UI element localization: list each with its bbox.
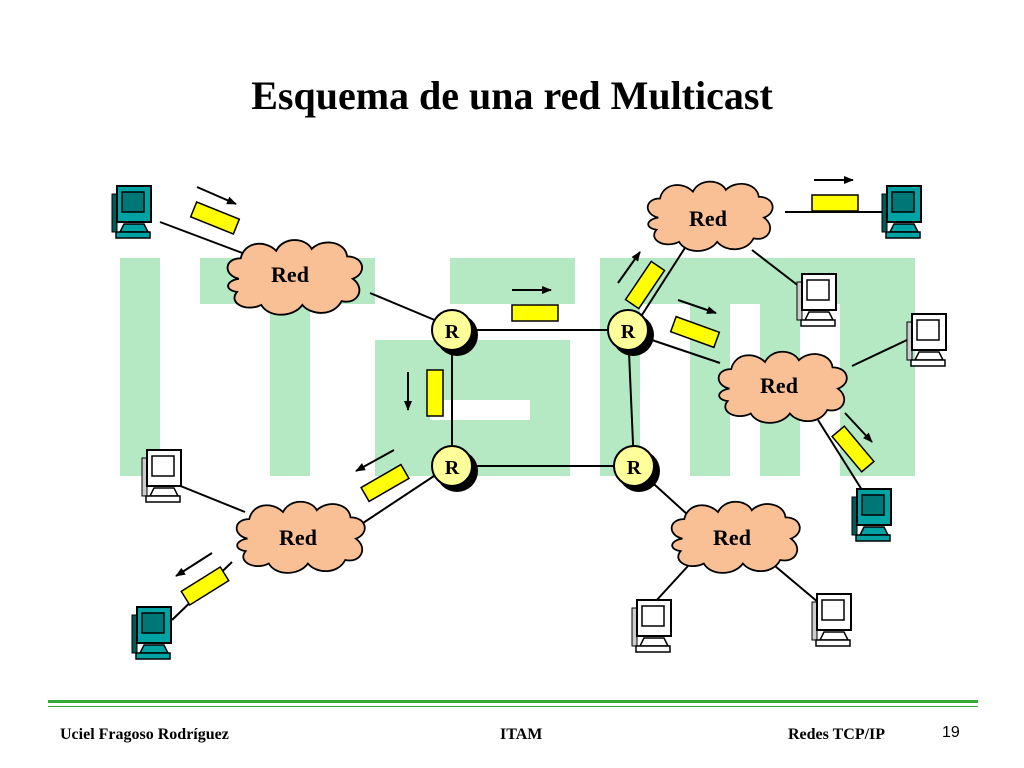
router-label: R bbox=[621, 321, 636, 343]
router-icon: R bbox=[431, 309, 478, 356]
router-label: R bbox=[627, 457, 642, 479]
computer-icon bbox=[631, 599, 672, 653]
computer-icon bbox=[796, 273, 837, 327]
slide-title: Esquema de una red Multicast bbox=[251, 73, 773, 118]
network-cloud: Red bbox=[717, 350, 848, 424]
router-label: R bbox=[445, 321, 460, 343]
computer-icon bbox=[881, 185, 922, 239]
computer-icon bbox=[131, 606, 172, 660]
router-icon: R bbox=[613, 445, 660, 492]
network-label: Red bbox=[689, 206, 727, 231]
footer-institution: ITAM bbox=[500, 726, 543, 743]
network-cloud: Red bbox=[226, 239, 364, 316]
computer-icon bbox=[141, 449, 182, 503]
computer-icon bbox=[111, 185, 152, 239]
router-icon: R bbox=[431, 445, 478, 492]
footer-divider bbox=[48, 700, 978, 703]
network-cloud: Red bbox=[646, 180, 774, 252]
router-icon: R bbox=[607, 309, 654, 356]
footer-course: Redes TCP/IP bbox=[788, 726, 886, 743]
page-number: 19 bbox=[942, 724, 960, 741]
arrow-icon bbox=[175, 176, 873, 577]
network-label: Red bbox=[271, 262, 309, 287]
footer-divider bbox=[48, 706, 978, 707]
network-label: Red bbox=[713, 525, 751, 550]
router-label: R bbox=[445, 457, 460, 479]
network-cloud: Red bbox=[235, 500, 366, 574]
network-cloud: Red bbox=[670, 500, 801, 574]
network-label: Red bbox=[760, 373, 798, 398]
footer-author: Uciel Fragoso Rodríguez bbox=[60, 726, 229, 743]
computer-icon bbox=[811, 593, 852, 647]
network-label: Red bbox=[279, 525, 317, 550]
packet-icon bbox=[180, 194, 875, 607]
computer-icon bbox=[851, 488, 892, 542]
